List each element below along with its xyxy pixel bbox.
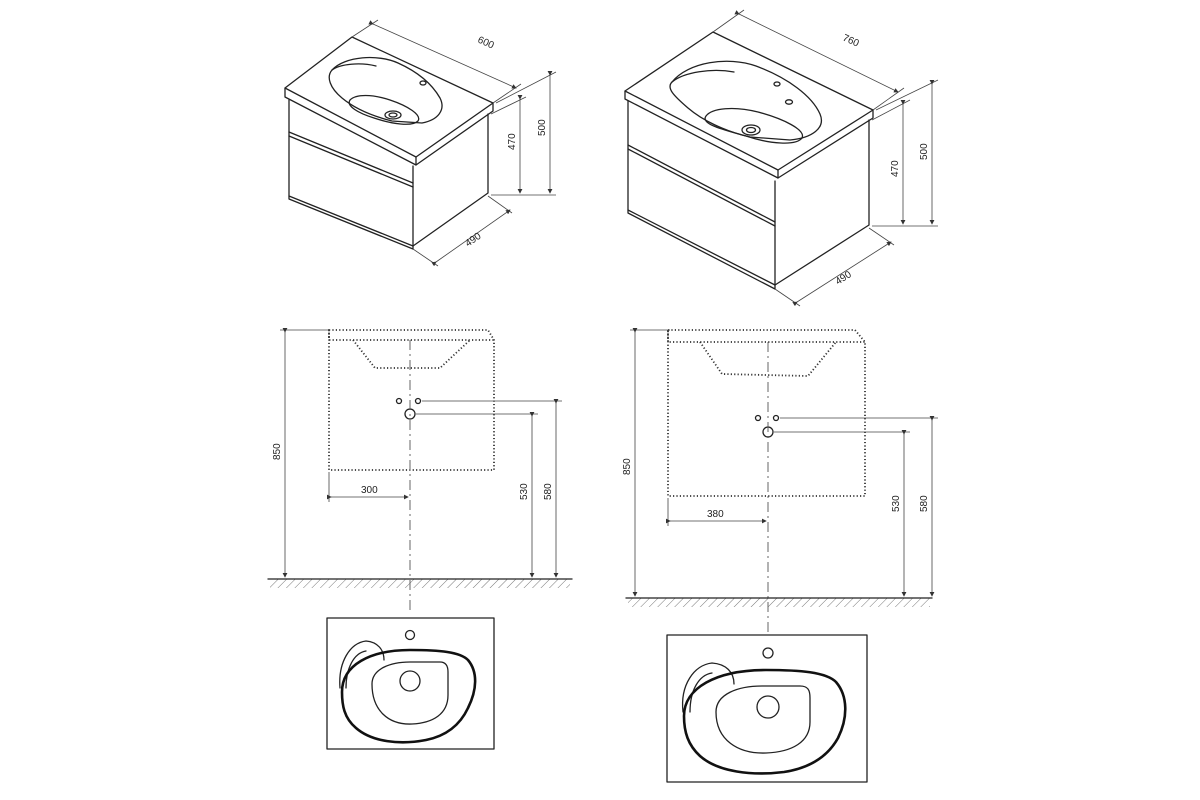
dim-depth-600: 490 (463, 231, 483, 250)
iso-view-600: 600 500 470 490 (284, 19, 557, 267)
dim-total-height-760: 850 (622, 458, 633, 475)
plan-view-600 (326, 617, 495, 750)
dim-height-inner-760: 470 (890, 160, 901, 177)
dim-height-tap-760: 580 (919, 495, 930, 512)
dim-width-760: 760 (841, 33, 861, 50)
front-view-600: 850 300 580 530 (267, 328, 573, 612)
dim-height-tap-600: 580 (543, 483, 554, 500)
plan-view-760 (666, 634, 868, 783)
dim-height-outer-760: 500 (919, 143, 930, 160)
dim-height-outer-600: 500 (537, 119, 548, 136)
dim-height-drain-760: 530 (891, 495, 902, 512)
dim-height-drain-600: 530 (519, 483, 530, 500)
dim-hole-offset-760: 380 (707, 509, 724, 520)
dim-hole-offset-600: 300 (361, 485, 378, 496)
front-view-760: 850 380 580 530 (622, 328, 938, 635)
dim-width-600: 600 (476, 35, 496, 52)
dim-depth-760: 490 (834, 269, 854, 288)
dim-total-height-600: 850 (272, 443, 283, 460)
dim-height-inner-600: 470 (507, 133, 518, 150)
iso-view-760: 760 500 470 490 (624, 9, 939, 307)
